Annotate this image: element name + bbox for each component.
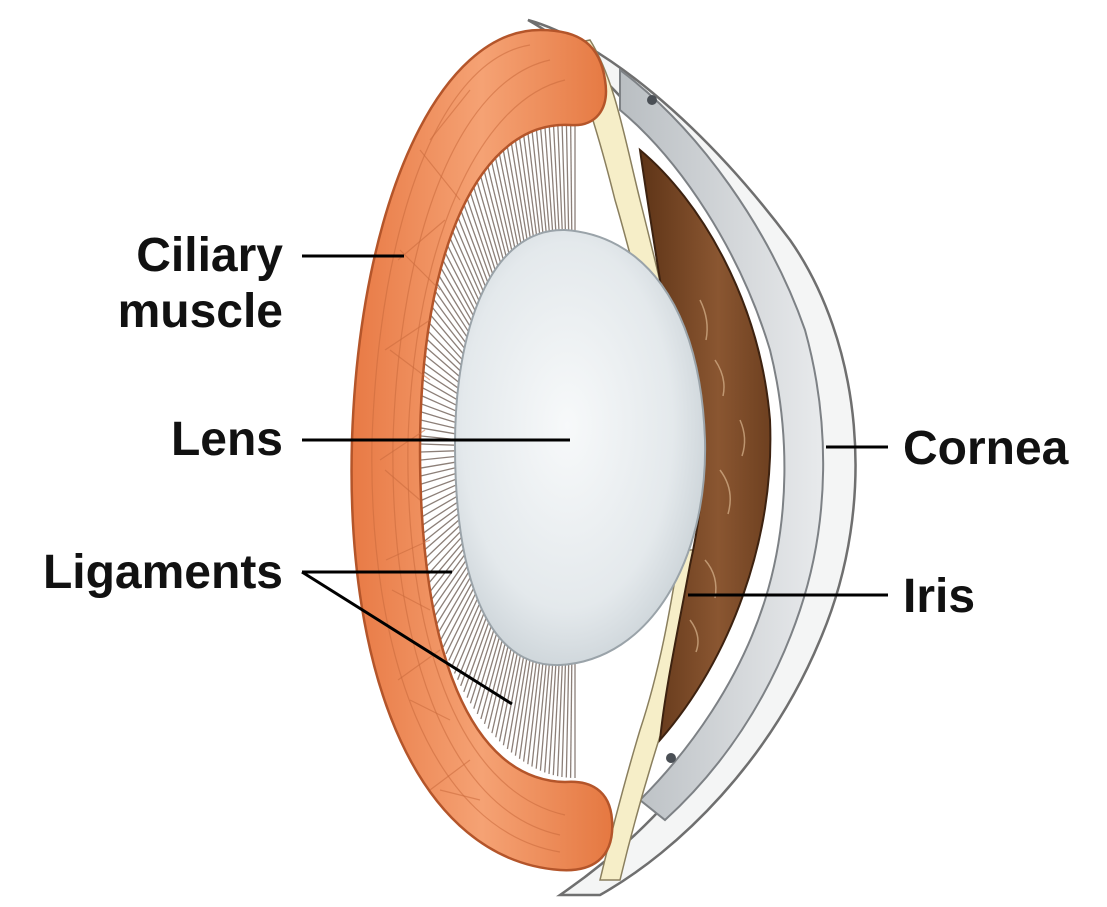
ligament-fiber — [527, 131, 542, 243]
ligament-fiber — [569, 662, 573, 778]
ligament-fiber — [522, 652, 539, 762]
ligament-fiber — [495, 636, 518, 738]
ligament-fiber — [469, 192, 500, 282]
ligament-fiber — [552, 661, 560, 776]
ligament-fiber — [476, 181, 505, 275]
ligament-fiber — [495, 158, 518, 260]
ligament-fiber — [430, 553, 472, 611]
ligament-fiber — [480, 176, 508, 272]
ligament-fiber — [451, 228, 486, 306]
ligament-fiber — [448, 235, 484, 310]
label-iris: Iris — [903, 570, 975, 623]
ligament-fiber — [518, 137, 536, 246]
ligament-fiber — [433, 558, 473, 619]
ligament-fiber — [421, 527, 465, 572]
ligament-fiber — [552, 120, 560, 235]
ligament-fiber — [491, 633, 516, 734]
ligament-fiber — [535, 656, 548, 769]
label-lens: Lens — [171, 413, 283, 466]
ligament-fiber — [544, 659, 554, 773]
ligament-fiber — [518, 650, 536, 759]
label-ligaments: Ligaments — [43, 546, 283, 599]
ligament-fiber — [506, 643, 527, 750]
ligament-fiber — [510, 143, 530, 250]
ligament-fiber — [535, 127, 548, 240]
ligament-fiber — [531, 655, 545, 767]
ligament-fiber — [445, 241, 482, 315]
ligament-fiber — [556, 119, 564, 235]
ligament-fiber — [428, 548, 470, 604]
ligament-fiber — [435, 270, 475, 333]
ligament-fiber — [510, 646, 530, 753]
ligament-fiber — [442, 248, 480, 319]
ligament-fiber — [418, 517, 462, 556]
ligament-fiber — [565, 118, 570, 234]
ligament-fiber — [487, 167, 513, 266]
ligament-fiber — [491, 162, 516, 263]
ligament-fiber — [498, 154, 521, 257]
ligament-fiber — [502, 641, 524, 746]
ligament-fiber — [565, 662, 570, 778]
ligament-fiber — [453, 222, 488, 302]
ligament-fiber — [539, 125, 551, 238]
ligament-fiber — [463, 203, 495, 290]
ligament-fiber — [514, 648, 533, 756]
ligament-fiber — [460, 209, 493, 294]
ligament-fiber — [426, 543, 469, 596]
label-cornea: Cornea — [903, 422, 1069, 475]
ligament-fiber — [440, 255, 478, 324]
ligament-fiber — [456, 215, 491, 298]
ligament-fiber — [561, 662, 567, 778]
labels: Ciliary muscle Lens Ligaments Cornea Iri… — [43, 229, 1069, 623]
cornea — [527, 18, 857, 897]
ligament-fiber — [544, 123, 554, 237]
ligament-fiber — [473, 187, 503, 279]
ligament-fiber — [506, 146, 527, 253]
ligament-fiber — [424, 308, 467, 358]
ligament-fiber — [522, 134, 539, 244]
label-ciliary-line1: Ciliary — [136, 229, 283, 282]
ligament-fiber — [539, 658, 551, 771]
ligament-fiber — [556, 661, 564, 777]
ligament-fiber — [569, 118, 573, 234]
ligament-fiber — [435, 563, 475, 626]
ligament-fiber — [433, 277, 473, 338]
ligament-fiber — [466, 198, 498, 286]
ligament-fiber — [424, 538, 467, 588]
ligament-fiber — [548, 660, 557, 774]
ligament-fiber — [483, 171, 510, 269]
ligament-fiber — [437, 567, 477, 634]
ligament-fiber — [514, 140, 533, 248]
lens — [453, 228, 707, 667]
ligament-fiber — [527, 653, 542, 765]
label-ciliary-line2: muscle — [118, 285, 283, 338]
ligament-fiber — [423, 316, 466, 363]
ligament-fiber — [502, 150, 524, 255]
leader-lines — [301, 254, 888, 706]
ligament-fiber — [430, 285, 472, 343]
ligament-fiber — [426, 300, 469, 353]
ligament-fiber — [437, 262, 477, 329]
ligament-fiber — [548, 122, 557, 236]
ligaments — [409, 118, 576, 778]
ligament-fiber — [531, 129, 545, 241]
ligament-fiber — [561, 118, 567, 234]
ligament-fiber — [419, 522, 463, 564]
ligament-fiber — [428, 292, 470, 348]
ligament-fiber — [498, 639, 521, 742]
ligaments-leader-2 — [301, 570, 513, 706]
